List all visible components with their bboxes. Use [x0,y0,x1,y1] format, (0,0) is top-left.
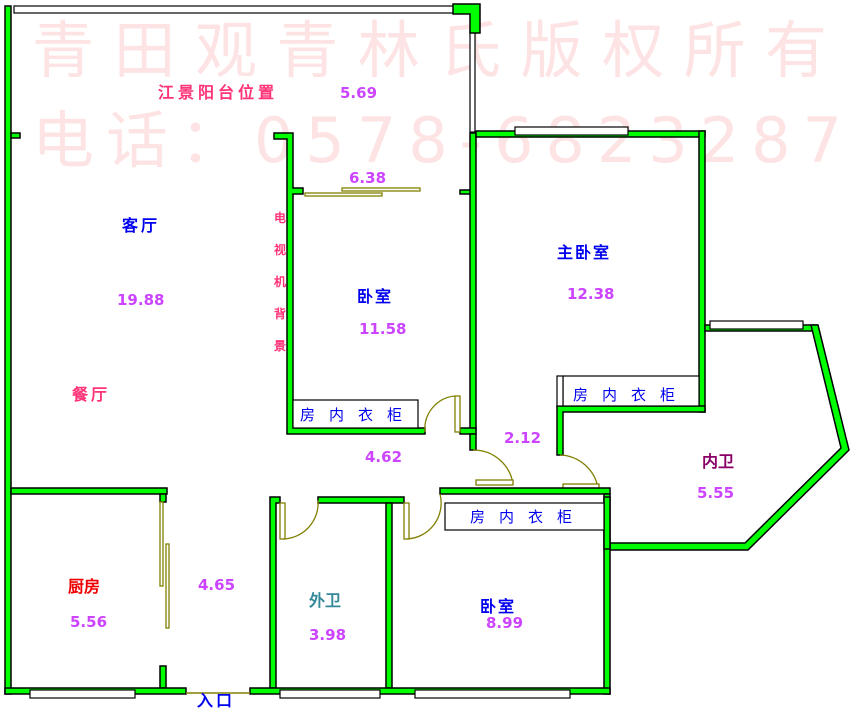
label-kitchen: 厨房 [68,577,100,596]
window-outer-bath [279,689,381,699]
door-master[interactable] [475,479,514,486]
window-bath [709,320,804,330]
area-corridor: 4.62 [365,448,402,466]
tv-wall-char: 背 [274,306,286,321]
area-living: 19.88 [117,291,164,309]
wall-outer-bath-top [317,496,405,504]
tv-wall-char: 景 [274,339,286,353]
window-kitchen [29,689,136,699]
label-inner-bath: 内卫 [702,452,734,471]
tv-wall-char: 机 [274,274,286,289]
watermark-line2: 电话：0578-6823287 [32,104,842,177]
balcony-railing [13,5,461,14]
wardrobe-label: 房内衣柜 [573,386,689,404]
wall-bedroom1-right [459,132,477,431]
wall-stub [469,433,477,451]
door-bedroom2[interactable] [403,502,410,540]
label-dining: 餐厅 [71,385,110,404]
wardrobe-label: 房内衣柜 [470,508,586,526]
wall-stub [159,665,167,689]
wall-bath-diagonal [609,324,850,551]
area-balcony2: 6.38 [349,169,386,187]
label-entrance[interactable]: 入口 [197,691,235,708]
door-swing [424,395,456,433]
door-bedroom1[interactable] [454,395,461,433]
wardrobe-frame [556,375,564,407]
label-master: 主卧室 [557,243,611,262]
label-outer-bath: 外卫 [308,591,341,610]
wall-left-outer [4,5,12,695]
tv-wall-char: 视 [274,242,286,257]
wall-stub [159,493,167,503]
label-bedroom1: 卧室 [357,287,393,306]
label-living: 客厅 [122,216,160,235]
wardrobe-bedroom1 [292,399,419,429]
area-hall: 2.12 [504,429,541,447]
wall-outer-bath-left [269,496,281,689]
door-swing [472,449,514,485]
label-tv-wall: 电 视 机 背 景 [274,210,286,353]
door-swing [406,493,442,540]
tv-wall-char: 电 [274,210,286,225]
wall-stub [10,132,21,139]
window-bedroom2 [414,689,571,699]
sliding-door-kitchen[interactable] [165,543,170,629]
wall-master-right [698,130,706,413]
corner-pillar [452,3,481,34]
area-bedroom1: 11.58 [359,320,406,338]
watermark-line1: 青田观青林氏版权所有 [32,14,827,87]
area-balcony: 5.69 [340,84,377,102]
wardrobe-master [562,375,700,407]
door-outer-bath[interactable] [279,502,286,540]
door-swing [559,454,599,489]
wall-outer-bath-right [385,502,393,689]
sliding-door[interactable] [341,187,421,192]
wall-bath-left [603,496,611,550]
area-inner-bath: 5.55 [697,484,734,502]
area-master: 12.38 [567,285,614,303]
balcony-side-railing [469,29,476,133]
wardrobe-bedroom2 [444,502,605,531]
area-passage: 4.65 [198,576,235,594]
door-swing [282,499,319,540]
window-master [514,126,629,136]
area-kitchen: 5.56 [70,613,107,631]
wall-bedroom2-top [439,487,611,495]
wall-master-bottom [556,405,706,456]
area-outer-bath: 3.98 [309,626,346,644]
wall-stub [459,427,477,435]
sliding-door[interactable] [304,192,383,197]
label-bedroom2: 卧室 [480,597,516,616]
sliding-door-kitchen[interactable] [159,501,164,587]
area-bedroom2: 8.99 [486,614,523,632]
label-balcony: 江景阳台位置 [158,83,278,102]
wardrobe-label: 房内衣柜 [300,406,416,424]
wall-kitchen-top [10,487,168,495]
